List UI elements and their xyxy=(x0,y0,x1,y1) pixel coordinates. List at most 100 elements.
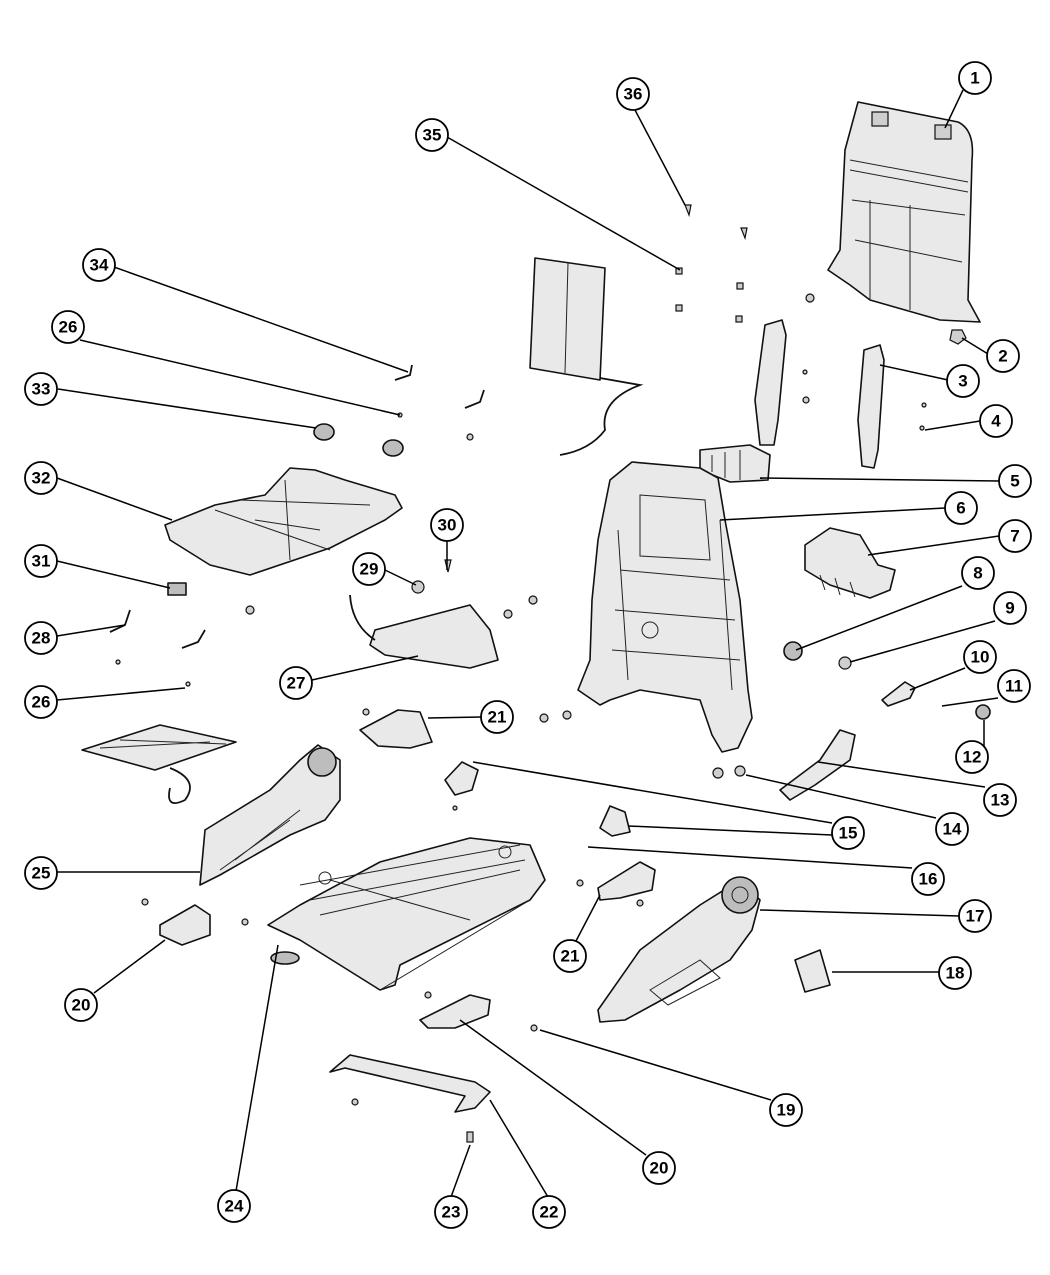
callout-label: 26 xyxy=(59,318,78,337)
callout-label: 33 xyxy=(32,380,51,399)
part-bracket-21a xyxy=(359,709,433,749)
callout-label: 23 xyxy=(442,1203,461,1222)
callout-28: 28 xyxy=(24,621,58,655)
callout-label: 8 xyxy=(973,564,982,583)
callout-label: 28 xyxy=(32,629,51,648)
part-bracket-15a xyxy=(444,761,479,796)
callout-label: 7 xyxy=(1010,527,1019,546)
callout-25: 25 xyxy=(24,856,58,890)
callout-label: 35 xyxy=(423,126,442,145)
callout-31: 31 xyxy=(24,544,58,578)
callout-label: 21 xyxy=(488,708,507,727)
callout-label: 19 xyxy=(777,1101,796,1120)
callout-8: 8 xyxy=(961,556,995,590)
part-track-strip xyxy=(329,1054,491,1113)
part-sensor-mat xyxy=(81,724,237,804)
callout-label: 32 xyxy=(32,469,51,488)
callout-label: 29 xyxy=(360,560,379,579)
callout-label: 20 xyxy=(650,1159,669,1178)
callout-label: 31 xyxy=(32,552,51,571)
part-wire-clip-34 xyxy=(394,364,413,381)
callout-20a: 20 xyxy=(64,988,98,1022)
part-shield-bracket xyxy=(804,527,896,599)
part-bracket-21b xyxy=(597,861,656,901)
callout-19: 19 xyxy=(769,1093,803,1127)
callout-label: 36 xyxy=(624,85,643,104)
callout-12: 12 xyxy=(955,740,989,774)
callout-label: 25 xyxy=(32,864,51,883)
callout-27: 27 xyxy=(279,666,313,700)
part-washer xyxy=(975,704,991,720)
callout-23: 23 xyxy=(434,1195,468,1229)
callout-26a: 26 xyxy=(51,310,85,344)
callout-label: 21 xyxy=(561,947,580,966)
callout-label: 17 xyxy=(966,907,985,926)
part-clips-14 xyxy=(712,765,746,779)
callout-16: 16 xyxy=(911,862,945,896)
callout-21b: 21 xyxy=(553,939,587,973)
part-seatback-frame xyxy=(577,461,753,753)
callout-label: 22 xyxy=(540,1203,559,1222)
part-bracket-15b xyxy=(599,805,631,837)
part-recliner-lever xyxy=(779,729,856,801)
part-30 xyxy=(444,559,452,573)
callout-label: 16 xyxy=(919,870,938,889)
callout-label: 14 xyxy=(943,820,962,839)
callout-label: 3 xyxy=(958,372,967,391)
callout-36: 36 xyxy=(616,77,650,111)
callout-label: 18 xyxy=(946,964,965,983)
part-bumpers xyxy=(313,423,404,457)
callout-label: 1 xyxy=(970,69,979,88)
part-wire-clip-28b xyxy=(181,629,206,649)
callout-11: 11 xyxy=(997,669,1031,703)
part-fasteners xyxy=(115,204,927,1106)
callout-label: 11 xyxy=(1005,677,1023,696)
part-side-trim xyxy=(754,319,885,469)
callout-label: 24 xyxy=(225,1197,244,1216)
callout-20b: 20 xyxy=(642,1151,676,1185)
part-side-shield xyxy=(597,876,761,1023)
callout-21a: 21 xyxy=(480,700,514,734)
part-bracket-20a xyxy=(159,904,211,946)
part-wire-clip-34b xyxy=(464,389,485,409)
part-bracket-20b xyxy=(419,994,491,1029)
callout-14: 14 xyxy=(935,812,969,846)
callout-9: 9 xyxy=(993,591,1027,625)
part-connector xyxy=(167,582,187,596)
callout-7: 7 xyxy=(998,519,1032,553)
part-outboard-cover xyxy=(199,744,341,886)
part-front-valance xyxy=(349,594,499,669)
callout-13: 13 xyxy=(983,783,1017,817)
callout-3: 3 xyxy=(946,364,980,398)
part-screw xyxy=(466,1131,474,1143)
part-knob xyxy=(783,641,803,661)
part-wire-clip-28 xyxy=(109,609,131,633)
part-29 xyxy=(411,580,425,594)
callout-1: 1 xyxy=(958,61,992,95)
callout-label: 2 xyxy=(998,347,1007,366)
callout-label: 4 xyxy=(991,412,1001,431)
callout-label: 34 xyxy=(90,256,109,275)
callout-35: 35 xyxy=(415,118,449,152)
callout-22: 22 xyxy=(532,1195,566,1229)
callout-33: 33 xyxy=(24,372,58,406)
callout-label: 27 xyxy=(287,674,306,693)
part-cover-pad xyxy=(794,949,831,993)
part-seat-track-frame xyxy=(267,837,546,991)
callout-4: 4 xyxy=(979,404,1013,438)
callout-label: 15 xyxy=(839,824,858,843)
part-back-mat xyxy=(529,257,644,456)
callout-label: 30 xyxy=(438,516,457,535)
callout-label: 6 xyxy=(956,499,965,518)
part-nut xyxy=(838,656,852,670)
callout-24: 24 xyxy=(217,1189,251,1223)
callout-34: 34 xyxy=(82,248,116,282)
callout-2: 2 xyxy=(986,339,1020,373)
callout-17: 17 xyxy=(958,899,992,933)
callout-label: 10 xyxy=(971,648,990,667)
callout-label: 9 xyxy=(1005,599,1014,618)
callout-32: 32 xyxy=(24,461,58,495)
part-handle-knob xyxy=(881,681,916,707)
callout-6: 6 xyxy=(944,491,978,525)
